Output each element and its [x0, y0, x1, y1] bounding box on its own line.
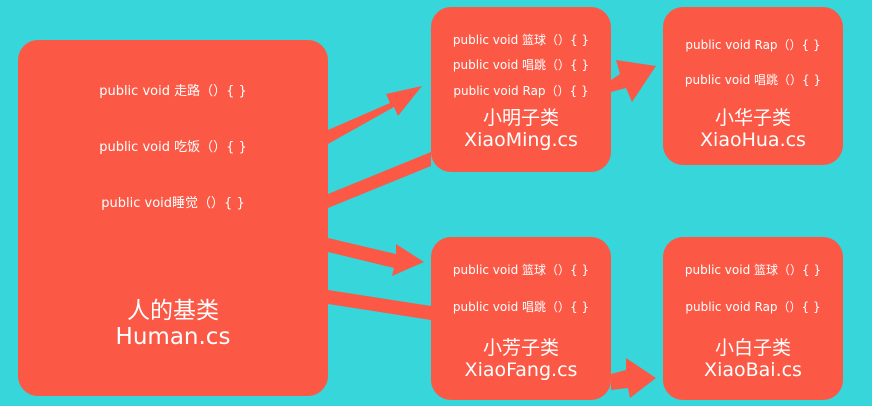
xiaohua-subclass-box: public void Rap（）{ } public void 唱跳（）{ }…: [663, 7, 843, 165]
xiaoming-subclass-box: public void 篮球（）{ } public void 唱跳（）{ } …: [431, 7, 611, 172]
xiaobai-subclass-box: public void 篮球（）{ } public void Rap（）{ }…: [663, 237, 843, 400]
arrow-xiaofang-to-xiaobai: [611, 358, 656, 398]
method-rap: public void Rap（）{ }: [685, 38, 821, 52]
human-caption: 人的基类 Human.cs: [18, 298, 328, 351]
method-sing-dance: public void 唱跳（）{ }: [452, 58, 590, 72]
line-human-to-xiaoming: [328, 152, 431, 208]
class-title: 小明子类: [482, 107, 559, 129]
xiaofang-subclass-box: public void 篮球（）{ } public void 唱跳（）{ } …: [431, 237, 611, 400]
method-rap: public void Rap（）{ }: [685, 300, 821, 314]
method-sing-dance: public void 唱跳（）{ }: [452, 300, 590, 314]
class-title: 小华子类: [714, 107, 791, 129]
class-file: XiaoFang.cs: [464, 358, 578, 381]
class-file: XiaoMing.cs: [464, 128, 578, 151]
method-sleep: public void睡觉（）{ }: [101, 196, 245, 211]
method-basketball: public void 篮球（）{ }: [452, 263, 590, 277]
line-human-to-xiaofang: [328, 290, 431, 320]
xiaofang-caption: 小芳子类 XiaoFang.cs: [431, 337, 611, 382]
human-base-class-box: public void 走路（）{ } public void 吃饭（）{ } …: [18, 40, 328, 396]
method-walk: public void 走路（）{ }: [99, 84, 247, 99]
method-eat: public void 吃饭（）{ }: [99, 140, 247, 155]
method-sing-dance: public void 唱跳（）{ }: [684, 73, 822, 87]
method-basketball: public void 篮球（）{ }: [684, 263, 822, 277]
class-title: 人的基类: [127, 298, 219, 324]
method-rap: public void Rap（）{ }: [453, 84, 589, 98]
method-basketball: public void 篮球（）{ }: [452, 33, 590, 47]
class-file: XiaoBai.cs: [704, 358, 802, 381]
class-title: 小白子类: [714, 337, 791, 359]
arrow-human-to-xiaofang: [328, 238, 424, 276]
xiaoming-caption: 小明子类 XiaoMing.cs: [431, 107, 611, 152]
class-file: XiaoHua.cs: [700, 128, 806, 151]
class-file: Human.cs: [115, 324, 231, 351]
xiaobai-caption: 小白子类 XiaoBai.cs: [663, 337, 843, 382]
arrow-xiaoming-to-xiaohua: [611, 60, 656, 102]
class-title: 小芳子类: [482, 337, 559, 359]
xiaohua-caption: 小华子类 XiaoHua.cs: [663, 107, 843, 152]
arrow-human-to-xiaoming: [328, 86, 422, 144]
